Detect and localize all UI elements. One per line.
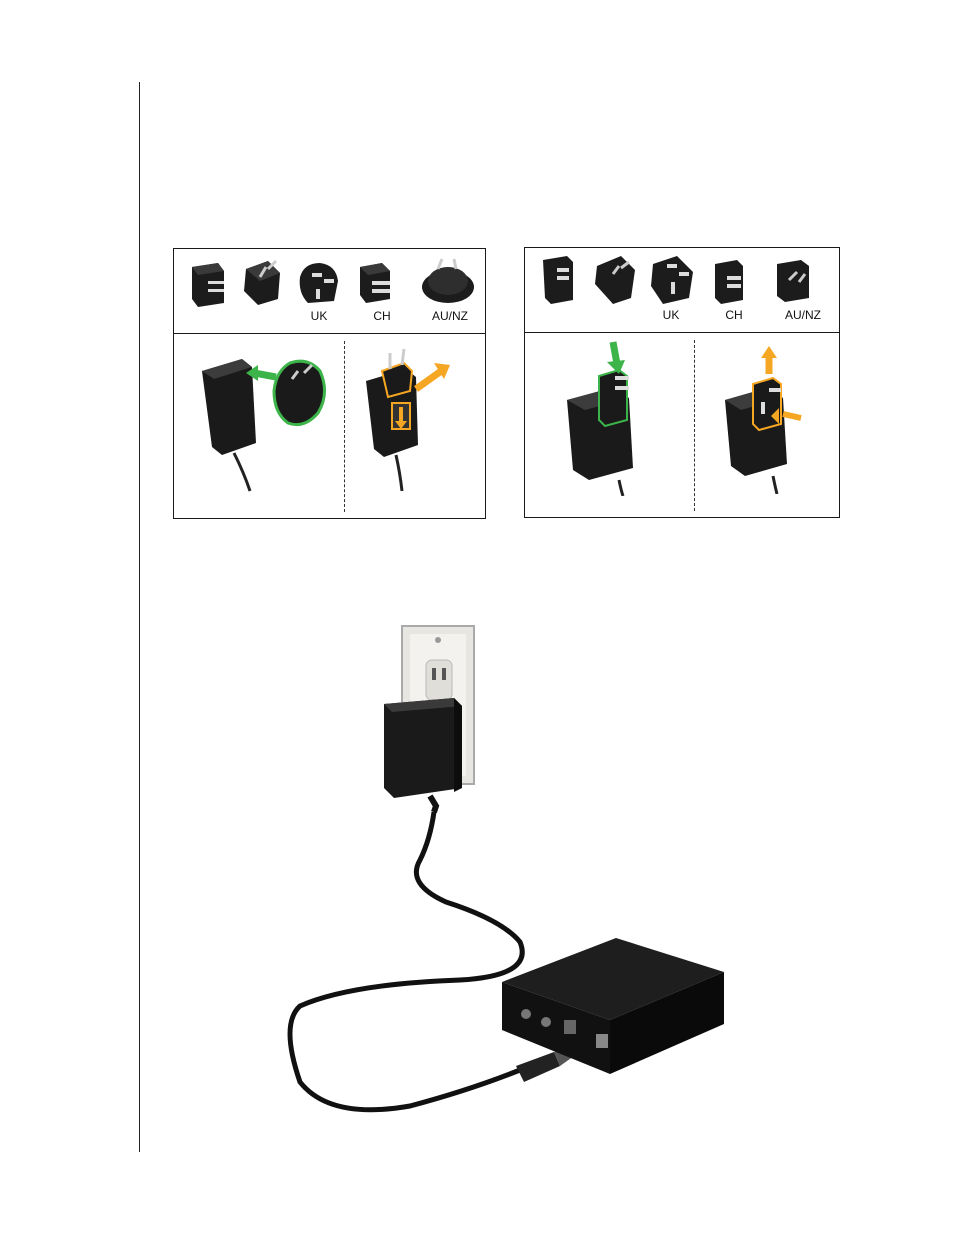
plug-label-ch-right: CH bbox=[709, 308, 759, 322]
power-connection-illustration bbox=[270, 620, 740, 1140]
ch-plug-icon bbox=[354, 259, 398, 305]
av-port-1 bbox=[521, 1009, 531, 1019]
detach-plug-step bbox=[360, 341, 470, 493]
uk-plug-icon bbox=[294, 257, 344, 307]
eu-plug-icon bbox=[240, 255, 286, 307]
attach-detach-row-left bbox=[174, 333, 485, 518]
plug-types-row-right: UK CH AU/NZ bbox=[525, 248, 839, 333]
av-port-2 bbox=[541, 1017, 551, 1027]
plug-label-au-nz-right: AU/NZ bbox=[778, 308, 828, 322]
dc-in-port bbox=[596, 1034, 608, 1048]
plug-types-row-left: UK CH AU/NZ bbox=[174, 249, 485, 334]
plug-label-uk-right: UK bbox=[646, 308, 696, 322]
power-cable bbox=[290, 812, 522, 1110]
ch-plug-slide-icon bbox=[711, 256, 753, 306]
uk-plug-slide-icon bbox=[645, 252, 699, 306]
step-divider-left bbox=[344, 341, 345, 512]
slide-detach-plug-step bbox=[717, 344, 827, 494]
optical-port bbox=[564, 1020, 576, 1034]
slide-attach-plug-step bbox=[559, 336, 689, 496]
eu-plug-slide-icon bbox=[591, 252, 641, 306]
power-adapter bbox=[384, 698, 462, 812]
plug-adapter-panel-left: UK CH AU/NZ bbox=[173, 248, 486, 519]
plug-label-au-nz: AU/NZ bbox=[425, 309, 475, 323]
media-player-device bbox=[502, 938, 724, 1074]
au-nz-plug-slide-icon bbox=[773, 256, 817, 306]
step-divider-right bbox=[694, 340, 695, 511]
plug-label-uk: UK bbox=[294, 309, 344, 323]
plug-label-ch: CH bbox=[357, 309, 407, 323]
attach-detach-row-right bbox=[525, 332, 839, 517]
page-margin-rule bbox=[139, 82, 140, 1152]
attach-plug-step bbox=[194, 343, 334, 493]
us-plug-icon bbox=[188, 261, 230, 309]
plug-adapter-panel-right: UK CH AU/NZ bbox=[524, 247, 840, 518]
au-nz-plug-icon bbox=[420, 257, 476, 305]
us-plug-slide-icon bbox=[539, 254, 581, 308]
